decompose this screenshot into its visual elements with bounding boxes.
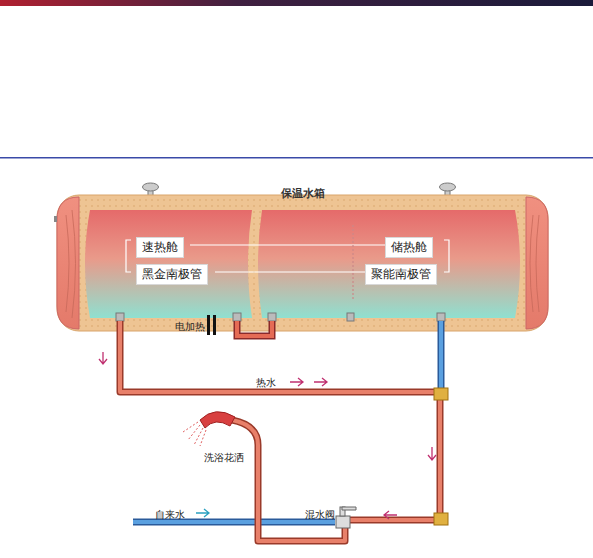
part-label: 自来水 (155, 508, 185, 522)
part-label: 电加热 (175, 320, 205, 334)
tank-title: 保温水箱 (57, 186, 548, 201)
label-box: 储热舱 (385, 237, 433, 258)
tank-region: 保温水箱速热舱黑金南极管 储热舱聚能南极管 (57, 182, 548, 332)
label-box: 聚能南极管 (365, 264, 437, 285)
part-label: 混水阀 (305, 508, 335, 522)
label-box: 黑金南极管 (136, 264, 208, 285)
part-name: 黑金南极管 (142, 267, 202, 281)
part-name: 速热舱 (142, 240, 178, 254)
part-name: 聚能南极管 (371, 267, 431, 281)
part-name: 储热舱 (391, 240, 427, 254)
label-box: 速热舱 (136, 237, 184, 258)
part-label: 洗浴花洒 (204, 451, 244, 465)
part-label: 热水 (256, 376, 276, 390)
